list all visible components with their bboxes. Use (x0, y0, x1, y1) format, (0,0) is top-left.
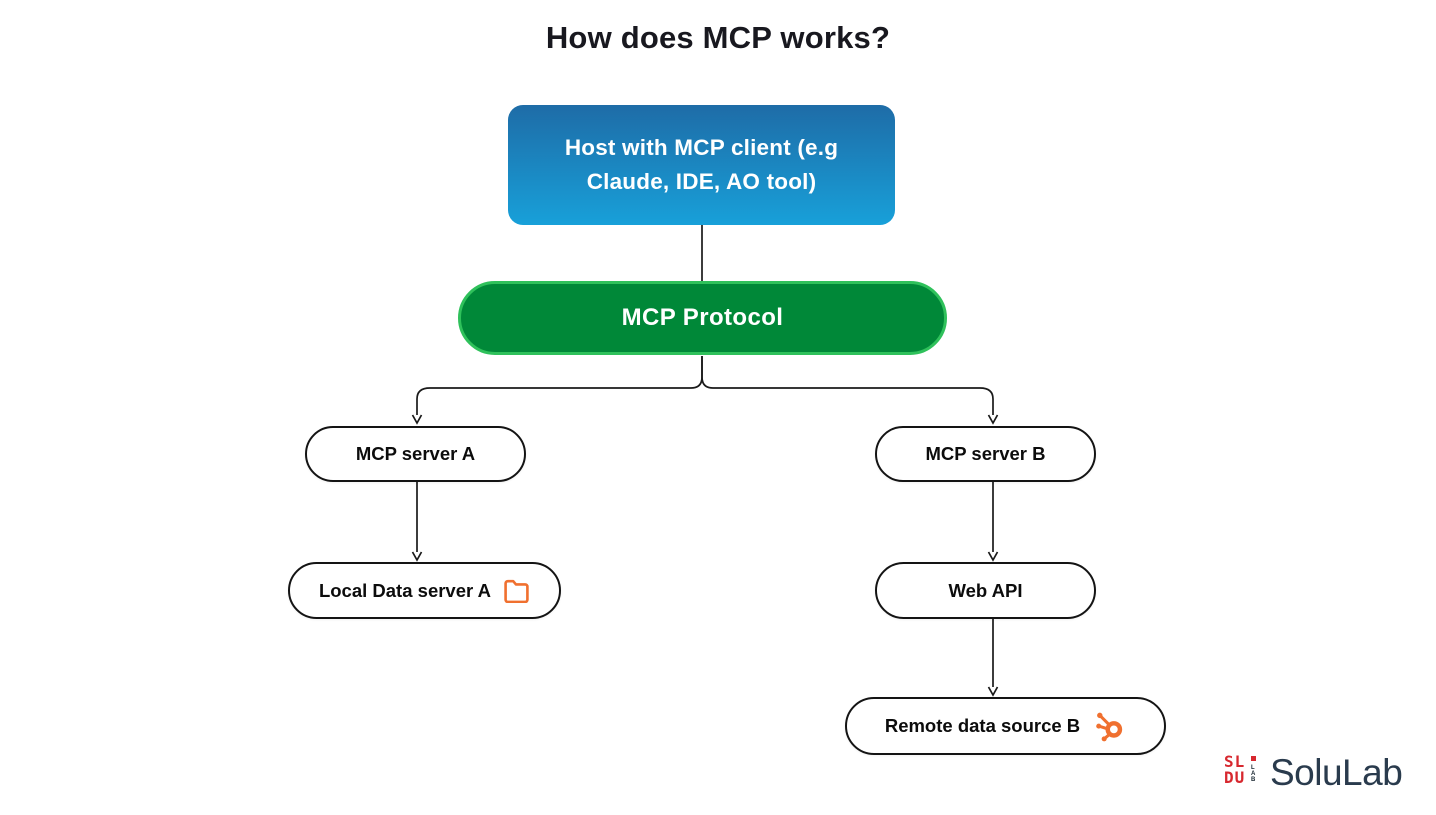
node-web-api: Web API (875, 562, 1096, 619)
logo-mark-side-letter-1: L (1251, 765, 1255, 771)
node-mcp-protocol-label: MCP Protocol (621, 304, 784, 331)
solulab-logo-mark-icon: SL DU L A B (1224, 752, 1256, 787)
node-remote-data-source-b-label: Remote data source B (884, 715, 1081, 736)
arrowhead-local-data (411, 551, 423, 562)
node-mcp-server-a: MCP server A (305, 426, 526, 482)
node-host-label-line2: Claude, IDE, AO tool) (586, 169, 817, 194)
node-local-data-server-a-label: Local Data server A (318, 579, 492, 601)
arrowhead-web-api (987, 551, 999, 562)
logo-mark-line2: DU (1224, 768, 1245, 787)
solulab-wordmark: SoluLab (1270, 751, 1403, 793)
folder-icon (504, 579, 529, 603)
hubspot-icon (1096, 712, 1123, 741)
node-local-data-server-a: Local Data server A (288, 562, 561, 619)
connector-protocol-server-a (416, 356, 703, 415)
connector-protocol-server-b (701, 356, 994, 415)
arrowhead-remote-source (987, 686, 999, 697)
logo-mark-side-letter-2: A (1251, 771, 1256, 777)
solulab-logo: SL DU L A B SoluLab (1222, 750, 1403, 794)
arrowhead-server-b (987, 414, 999, 425)
logo-mark-side-letter-3: B (1251, 777, 1256, 783)
node-mcp-server-b-label: MCP server B (925, 443, 1046, 464)
node-web-api-label: Web API (948, 579, 1023, 601)
logo-mark-square (1251, 756, 1256, 761)
node-host: Host with MCP client (e.g Claude, IDE, A… (508, 105, 895, 225)
arrowhead-server-a (411, 414, 423, 425)
node-remote-data-source-b: Remote data source B (845, 697, 1166, 755)
node-host-label-line1: Host with MCP client (e.g (564, 135, 839, 160)
logo-mark-line1: SL (1224, 752, 1245, 771)
node-mcp-protocol: MCP Protocol (458, 281, 947, 355)
diagram-title: How does MCP works? (545, 20, 891, 55)
node-mcp-server-a-label: MCP server A (355, 443, 476, 464)
node-mcp-server-b: MCP server B (875, 426, 1096, 482)
